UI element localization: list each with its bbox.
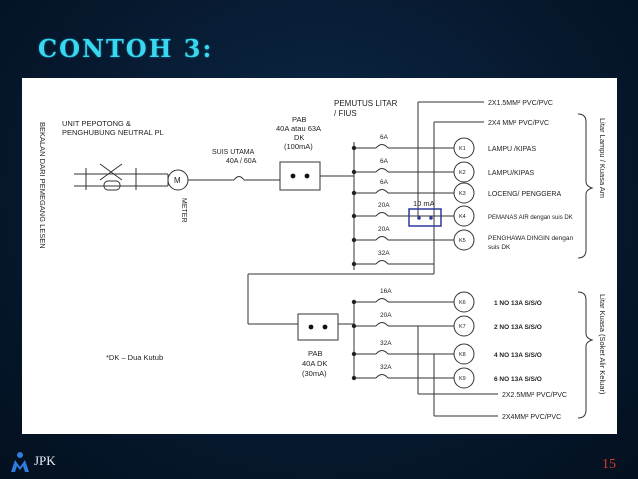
upper-rating-5: 20A — [378, 226, 390, 233]
node-k8-label: K8 — [459, 352, 466, 358]
upper-cable-2: 2X4 MM² PVC/PVC — [488, 120, 549, 127]
main-switch-label-2: 40A / 60A — [226, 158, 257, 165]
lower-load-3: 4 NO 13A S/S/O — [494, 352, 542, 359]
lower-load-4: 6 NO 13A S/S/O — [494, 376, 542, 383]
lower-rating-2: 20A — [380, 312, 392, 319]
lower-load-2: 2 NO 13A S/S/O — [494, 324, 542, 331]
lower-circuit-lines — [354, 298, 454, 379]
pab1-dot-a — [290, 173, 296, 179]
node-k3 — [453, 182, 475, 204]
cutout-label-1: UNIT PEPOTONG & — [62, 119, 131, 128]
node-k8 — [453, 343, 475, 365]
upper-rating-3: 6A — [380, 179, 389, 186]
cutout-fuse — [103, 180, 121, 191]
breaker-header-1: PEMUTUS LITAR — [334, 99, 398, 108]
rcd-10ma-box — [408, 208, 442, 227]
meter-label: METER — [180, 198, 187, 223]
slide-title: CONTOH 3: — [38, 34, 214, 63]
upper-load-4: PEMANAS AIR dengan suis DK — [488, 215, 573, 221]
cutout-label-2: PENGHUBUNG NEUTRAL PL — [62, 128, 164, 137]
lower-load-1: 1 NO 13A S/S/O — [494, 300, 542, 307]
rcd-box-label: 10 mA — [413, 199, 435, 208]
pab1-label-4: (100mA) — [284, 142, 313, 151]
upper-bracket — [577, 113, 594, 259]
node-k4 — [453, 205, 475, 227]
upper-load-5: PENGHAWA DINGIN dengan — [488, 235, 574, 242]
lower-rating-3: 32A — [380, 340, 392, 347]
node-k2 — [453, 161, 475, 183]
lower-rating-1: 16A — [380, 288, 392, 295]
node-k7 — [453, 315, 475, 337]
upper-rating-6: 32A — [378, 250, 390, 257]
rcd-dot-b — [429, 216, 433, 220]
meter-symbol: M — [174, 176, 181, 185]
jpk-logo-icon — [8, 451, 32, 478]
pab2-dot-b — [322, 324, 328, 330]
main-switch-label-1: SUIS UTAMA — [212, 149, 255, 156]
pab1-label-3: DK — [294, 133, 304, 142]
lower-circuit-labels: 16A 20A 32A 32A K6 K7 K8 K9 1 NO 13A S/S… — [380, 288, 542, 383]
upper-rating-2: 6A — [380, 158, 389, 165]
wiring-diagram-panel: BEKALAN DARI PEMEGANG LESEN UNIT PEPOTON… — [22, 78, 617, 434]
lower-cable-2: 2X4MM² PVC/PVC — [502, 414, 561, 421]
pab2-label-3: (30mA) — [302, 369, 327, 378]
pab1-label-1: PAB — [292, 115, 306, 124]
node-k6 — [453, 291, 475, 313]
upper-load-1: LAMPU /KIPAS — [488, 146, 536, 153]
upper-rating-1: 6A — [380, 134, 389, 141]
upper-load-2: LAMPU/KIPAS — [488, 170, 534, 177]
upper-circuit-labels: 6A 6A 6A 20A 20A 32A K1 K2 K3 K4 K5 LAMP… — [378, 134, 574, 257]
meter-icon — [167, 169, 189, 191]
upper-cable-1: 2X1.5MM² PVC/PVC — [488, 100, 553, 107]
pab2-label-1: PAB — [308, 349, 322, 358]
right-label-top: Litar Lampu / Kuasa Am — [598, 118, 607, 198]
node-k5-label: K5 — [459, 238, 466, 244]
node-k4-label: K4 — [459, 214, 466, 220]
lower-bracket — [577, 291, 594, 419]
pab2-label-2: 40A DK — [302, 359, 327, 368]
main-switch-contact — [233, 176, 245, 181]
lower-cable-1: 2X2.5MM² PVC/PVC — [502, 392, 567, 399]
rcd-dot-a — [417, 216, 421, 220]
lower-rating-4: 32A — [380, 364, 392, 371]
breaker-header-2: / FIUS — [334, 109, 357, 118]
cutout-cross-b — [99, 163, 123, 181]
node-k7-label: K7 — [459, 324, 466, 330]
busbar-junction-dots — [351, 145, 357, 381]
pab1-box — [279, 161, 321, 191]
pab2-dot-a — [308, 324, 314, 330]
right-label-bottom: Litar Kuasa (Soket Alir Keluar) — [598, 294, 607, 395]
node-k1 — [453, 137, 475, 159]
upper-rating-4: 20A — [378, 202, 390, 209]
dk-note: *DK – Dua Kutub — [106, 353, 163, 362]
pab1-dot-b — [304, 173, 310, 179]
pab2-box — [297, 313, 339, 341]
node-k9 — [453, 367, 475, 389]
node-k9-label: K9 — [459, 376, 466, 382]
wiring-diagram: BEKALAN DARI PEMEGANG LESEN UNIT PEPOTON… — [38, 99, 607, 421]
node-k6-label: K6 — [459, 300, 466, 306]
node-k1-label: K1 — [459, 146, 466, 152]
node-k2-label: K2 — [459, 170, 466, 176]
page-number: 15 — [602, 457, 616, 472]
node-k5 — [453, 229, 475, 251]
upper-circuit-lines — [354, 144, 454, 265]
pab1-label-2: 40A atau 63A — [276, 124, 321, 133]
footer-label: JPK — [34, 453, 56, 468]
node-k3-label: K3 — [459, 191, 466, 197]
upper-load-5b: suis DK — [488, 244, 511, 251]
left-vertical-label: BEKALAN DARI PEMEGANG LESEN — [38, 122, 47, 249]
upper-load-3: LOCENG/ PENGGERA — [488, 191, 561, 198]
